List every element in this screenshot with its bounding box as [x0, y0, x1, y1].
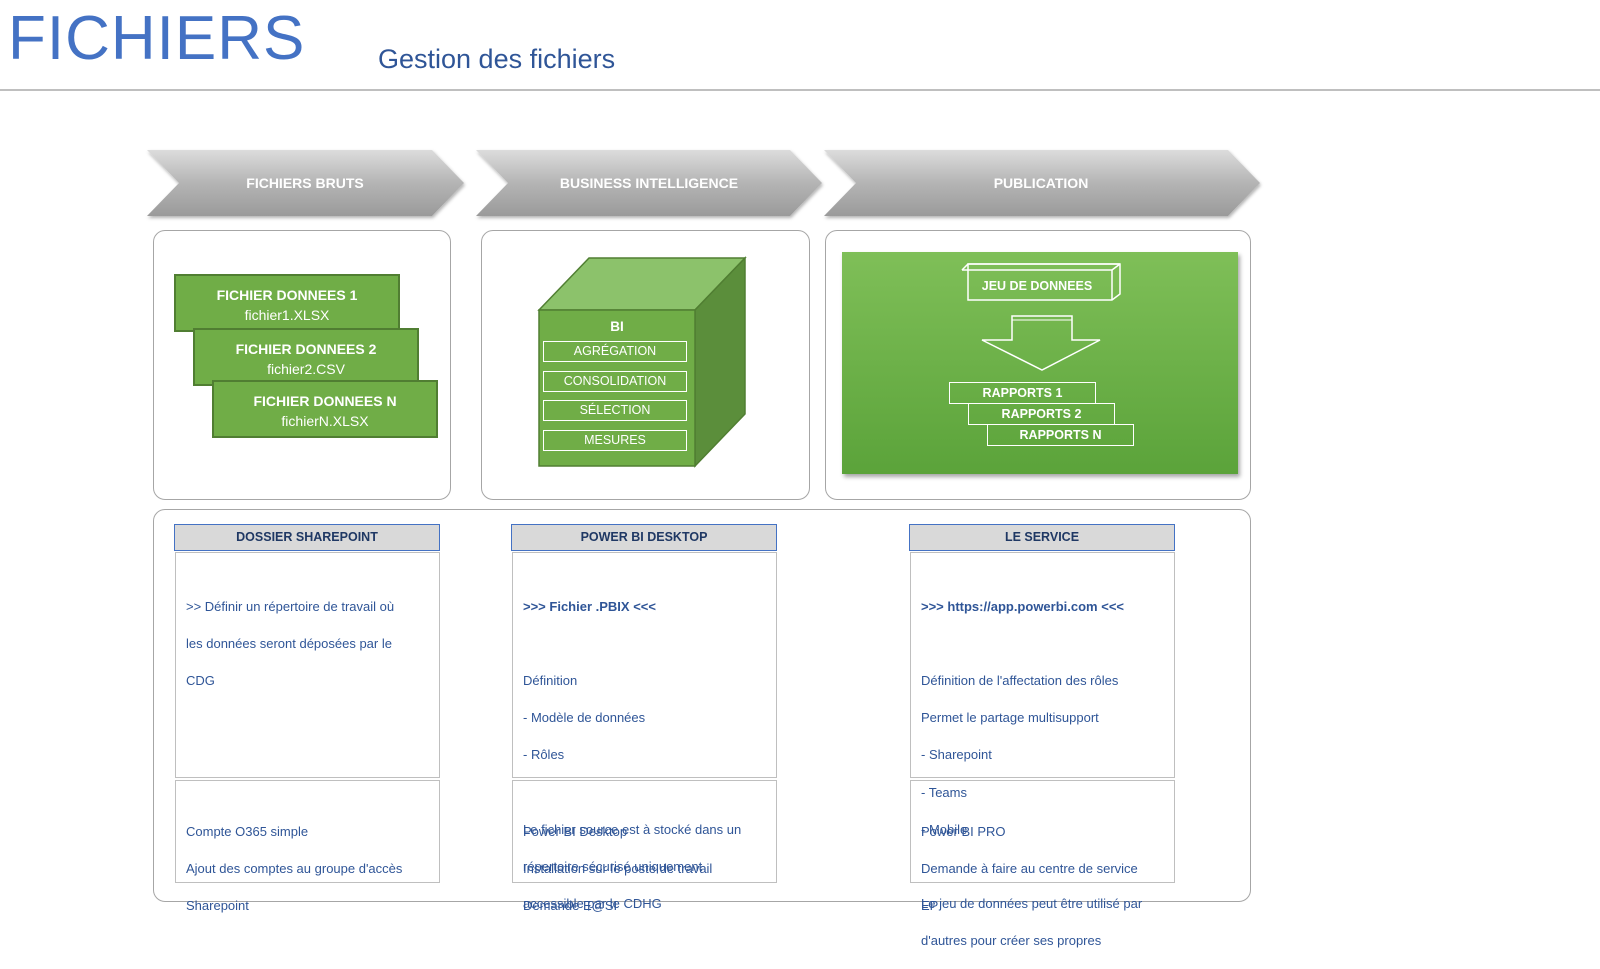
footer-line: Compte O365 simple	[186, 823, 309, 839]
body-line: d'autres pour créer ses propres	[921, 933, 1102, 949]
chevron-fichiers-bruts	[147, 150, 464, 216]
file-card-1: FICHIER DONNEES 1 fichier1.XLSX	[174, 274, 400, 332]
file-title: FICHIER DONNEES 2	[235, 341, 377, 357]
body-line: accessible par le CDHG	[523, 896, 662, 912]
dataset-box-shape	[961, 263, 1121, 301]
bi-item-aggregation: AGRÉGATION	[543, 341, 687, 362]
body-line: Le fichier source est à stocké dans un	[523, 821, 742, 837]
body-line: CDG	[186, 672, 215, 688]
report-label-1: RAPPORTS 1	[982, 386, 1063, 400]
body-line	[523, 635, 766, 654]
chevron-label-3: PUBLICATION	[994, 175, 1089, 191]
report-label-2: RAPPORTS 2	[1001, 407, 1082, 421]
section-body-sharepoint: >> Définir un répertoire de travail où l…	[175, 552, 440, 778]
footer-line: Power BI Desktop	[523, 823, 628, 839]
body-line: - Modèle de données	[523, 710, 646, 726]
footer-line: Power BI PRO	[921, 823, 1006, 839]
footer-line: Demande à faire au centre de service	[921, 860, 1138, 876]
bi-item-selection: SÉLECTION	[543, 400, 687, 421]
section-header-sharepoint: DOSSIER SHAREPOINT	[174, 524, 440, 551]
service-url-link[interactable]: >>> https://app.powerbi.com <<<	[921, 598, 1124, 614]
down-arrow-icon	[981, 315, 1101, 371]
file-card-2: FICHIER DONNEES 2 fichier2.CSV	[193, 328, 419, 386]
body-line: Définition	[523, 672, 578, 688]
chevron-label-2: BUSINESS INTELLIGENCE	[560, 175, 738, 191]
file-name: fichierN.XLSX	[281, 413, 369, 429]
footer-line: Demande E@SI	[523, 897, 618, 913]
section-header-pbi-desktop: POWER BI DESKTOP	[511, 524, 777, 551]
section-footer-service: Power BI PRO Demande à faire au centre d…	[910, 780, 1175, 913]
bi-item-consolidation: CONSOLIDATION	[543, 371, 687, 392]
body-line: - Teams	[921, 784, 967, 800]
body-line: Permet le partage multisupport	[921, 710, 1099, 726]
body-line: répertoire sécurisé uniquement	[523, 858, 703, 874]
body-line: Le jeu de données peut être utilisé par	[921, 896, 1143, 912]
file-title: FICHIER DONNEES N	[253, 393, 397, 409]
file-card-n: FICHIER DONNEES N fichierN.XLSX	[212, 380, 438, 438]
chevron-label-1: FICHIERS BRUTS	[246, 175, 363, 191]
body-line: >> Définir un répertoire de travail où	[186, 598, 395, 614]
dataset-label: JEU DE DONNEES	[981, 279, 1093, 293]
process-chevrons: FICHIERS BRUTS BUSINESS INTELLIGENCE PUB…	[147, 150, 1260, 216]
details-panel	[153, 509, 1251, 902]
file-title: FICHIER DONNEES 1	[216, 287, 358, 303]
footer-line: Installation sur le poste de travail	[523, 860, 713, 876]
section-header-service: LE SERVICE	[909, 524, 1175, 551]
body-bold-line: >>> Fichier .PBIX <<<	[523, 598, 656, 614]
body-line: - Rôles	[523, 747, 565, 763]
report-box-n	[987, 424, 1134, 446]
section-body-pbi-desktop: >>> Fichier .PBIX <<< Définition - Modèl…	[512, 552, 777, 911]
file-name: fichier1.XLSX	[244, 307, 330, 323]
file-name: fichier2.CSV	[267, 361, 345, 377]
body-line	[921, 635, 1164, 654]
footer-line: EP	[921, 897, 939, 913]
body-line: - Sharepoint	[921, 747, 992, 763]
bi-label: BI	[610, 319, 624, 334]
section-footer-pbi-desktop: Power BI Desktop Installation sur le pos…	[512, 780, 777, 913]
report-label-n: RAPPORTS N	[1019, 428, 1102, 442]
section-body-service: >>> https://app.powerbi.com <<< Définiti…	[910, 552, 1175, 948]
chevron-business-intelligence	[476, 150, 822, 216]
chevron-publication	[824, 150, 1260, 216]
body-line: les données seront déposées par le	[186, 635, 392, 651]
bi-item-measures: MESURES	[543, 430, 687, 451]
publication-green-panel	[842, 252, 1238, 474]
section-footer-sharepoint: Compte O365 simple Ajout des comptes au …	[175, 780, 440, 913]
page-title: FICHIERS	[8, 4, 306, 73]
footer-line: Ajout des comptes au groupe d'accès	[186, 860, 403, 876]
bi-cube-shape	[537, 256, 747, 468]
page-subtitle: Gestion des fichiers	[378, 44, 616, 74]
body-line: - Mobile	[921, 821, 968, 837]
header-divider	[0, 89, 1600, 91]
body-line: Définition de l'affectation des rôles	[921, 672, 1119, 688]
footer-line: Sharepoint	[186, 897, 249, 913]
